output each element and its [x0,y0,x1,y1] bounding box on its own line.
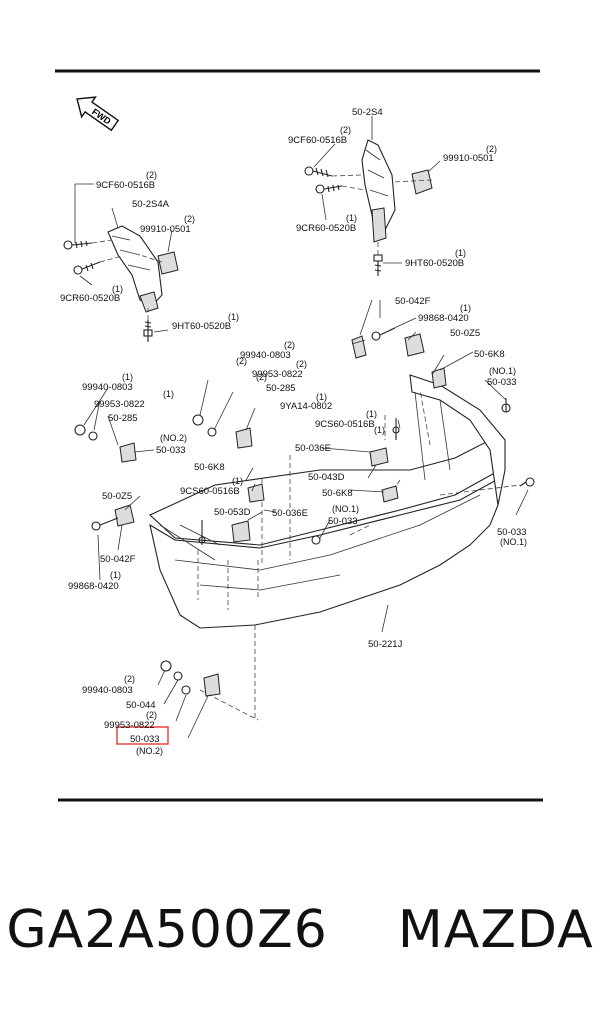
qty-label: (NO.1) [489,366,516,376]
part-label: 50-2S4A [132,199,170,210]
qty-label: (2) [256,372,267,382]
qty-label: (1) [346,213,357,223]
qty-label: (1) [316,392,327,402]
part-label: 50-044 [126,700,156,711]
part-label: 50-6K8 [194,462,225,473]
qty-label: (1) [232,476,243,486]
bracket-right-group [304,116,441,276]
part-label: 50-033 [130,734,160,745]
part-label: 50-033 [487,377,517,388]
qty-label: (NO.2) [136,746,163,756]
qty-label: (2) [486,144,497,154]
part-label: 9CS60-0516B [180,486,240,497]
part-label: 9CF60-0516B [288,135,347,146]
qty-label: (1) [163,389,174,399]
qty-label: (1) [228,312,239,322]
part-label: 50-036E [272,508,308,519]
part-label: 99868-0420 [68,581,119,592]
part-label: 50-043D [308,472,345,483]
qty-label: (NO.1) [332,504,359,514]
part-label: 99910-0501 [140,224,191,235]
part-label: 99940-0803 [82,382,133,393]
highlight-box [116,726,169,745]
part-label: 50-2S4 [352,107,383,118]
part-label: 50-285 [266,383,296,394]
part-label: 9CR60-0520B [296,223,356,234]
part-label: 9YA14-0802 [280,401,332,412]
part-label: 9HT60-0520B [172,321,231,332]
part-label: 50-033 [497,527,527,538]
qty-label: (2) [124,674,135,684]
qty-label: (2) [284,340,295,350]
part-label: 50-042F [395,296,431,307]
part-label: 50-0Z5 [102,491,132,502]
qty-label: (2) [236,356,247,366]
qty-label: (2) [184,214,195,224]
part-label: 50-6K8 [322,488,353,499]
quantity-labels: (2) (2) (1) (1) (2) (2) (1) (1) (1) (NO.… [110,125,527,756]
bracket-left-group [63,183,179,342]
qty-label: (1) [112,284,123,294]
part-label: 9CF60-0516B [96,180,155,191]
part-label: 99868-0420 [418,313,469,324]
part-label: 9CS60-0516B [315,419,375,430]
qty-label: (2) [146,170,157,180]
part-label: 50-033 [328,516,358,527]
part-label: 50-6K8 [474,349,505,360]
qty-label: (1) [122,372,133,382]
part-label: 50-036E [295,443,331,454]
parts-diagram: FWD [55,69,543,802]
qty-label: (1) [366,409,377,419]
qty-label: (NO.2) [160,433,187,443]
part-label: 99953-0822 [252,369,303,380]
bumper-assembly [74,299,535,739]
part-label: 50-221J [368,639,403,650]
fwd-arrow-icon: FWD [76,96,120,132]
qty-label: (1) [110,570,121,580]
qty-label: (NO.1) [500,537,527,547]
part-label: 99940-0803 [82,685,133,696]
qty-label: (2) [146,710,157,720]
part-label: 99910-0501 [443,153,494,164]
part-label: 99953-0822 [104,720,155,731]
qty-label: (1) [460,303,471,313]
part-label: 50-042F [100,554,136,565]
part-label: 50-0Z5 [450,328,480,339]
qty-label: (1) [374,425,385,435]
qty-label: (1) [455,248,466,258]
part-label: 50-033 [156,445,186,456]
qty-label: (2) [296,359,307,369]
part-label: 9CR60-0520B [60,293,120,304]
part-label: 50-053D [214,507,251,518]
part-label: 50-285 [108,413,138,424]
part-labels: 50-2S4 9CF60-0516B 99910-0501 9CR60-0520… [60,107,527,745]
part-label: 99940-0803 [240,350,291,361]
part-label: 99953-0822 [94,399,145,410]
qty-label: (2) [340,125,351,135]
part-label: 9HT60-0520B [405,258,464,269]
part-number-title: GA2A500Z6 MAZDA [6,900,594,960]
